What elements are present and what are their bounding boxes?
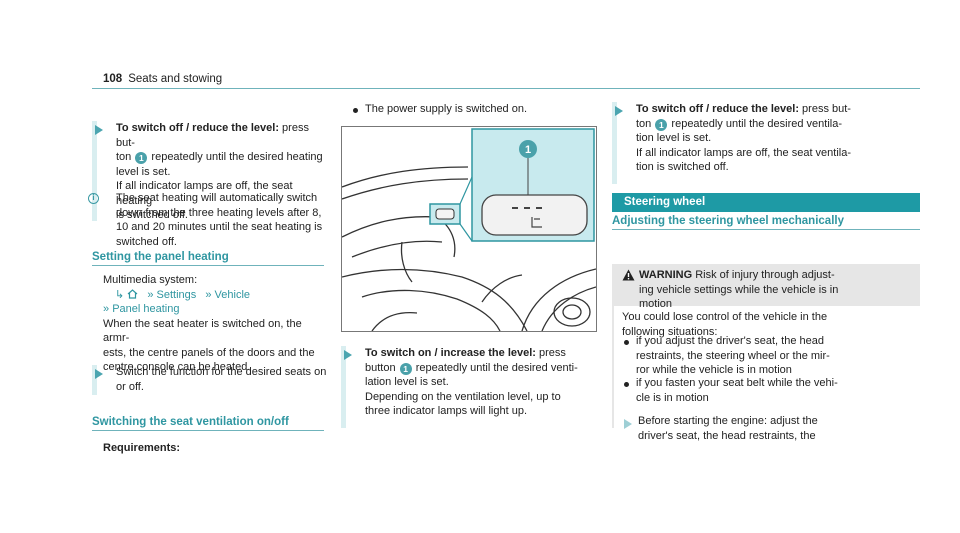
- warning-text: WARNING Risk of injury through adjust- i…: [639, 269, 839, 311]
- button-1-badge: 1: [655, 118, 668, 131]
- step-before-starting: Before starting the engine: adjust the d…: [638, 415, 818, 442]
- menu-item-settings[interactable]: Settings: [156, 288, 197, 301]
- header-divider: [92, 88, 920, 89]
- step-switch-off-ventilation: To switch off / reduce the level: press …: [636, 103, 852, 174]
- step-arrow-icon: [624, 419, 632, 429]
- section-divider: [92, 265, 324, 266]
- button-1-badge: 1: [399, 362, 412, 375]
- info-note: The seat heating will automatically swit…: [116, 192, 323, 248]
- page-number: 108: [103, 73, 123, 85]
- step-arrow-icon: [615, 106, 623, 116]
- section-divider: [92, 430, 324, 431]
- bullet-dot: [353, 108, 358, 113]
- section-title-seat-ventilation: Switching the seat ventilation on/off: [92, 416, 289, 428]
- info-icon: i: [88, 193, 99, 204]
- list-item: if you fasten your seat belt while the v…: [636, 377, 838, 404]
- step-switch-on-ventilation: To switch on / increase the level: press…: [365, 347, 578, 418]
- step-bar: [92, 365, 97, 395]
- menu-item-panel-heating[interactable]: Panel heating: [112, 303, 180, 316]
- step-bar: [341, 346, 346, 428]
- warning-box: [612, 264, 920, 306]
- warning-body: You could lose control of the vehicle in…: [622, 311, 828, 338]
- home-icon: [127, 288, 138, 299]
- menu-chevron-icon: »: [103, 303, 110, 316]
- step-bar: [92, 121, 97, 191]
- requirements-label: Requirements:: [103, 442, 181, 454]
- subsection-title: Adjusting the steering wheel mechanicall…: [612, 215, 844, 227]
- section-name: Seats and stowing: [128, 73, 223, 85]
- step-arrow-icon: [344, 350, 352, 360]
- note-bar: [92, 191, 97, 221]
- menu-chevron-icon: »: [147, 288, 154, 301]
- step-switch-function: Switch the function for the desired seat…: [116, 366, 327, 393]
- section-banner-steering-wheel: Steering wheel: [612, 193, 920, 212]
- bullet-dot: [624, 340, 629, 345]
- button-1-badge: 1: [135, 152, 148, 165]
- step-bar: [612, 102, 617, 184]
- seat-ventilation-figure: 1: [341, 126, 597, 332]
- step-arrow-icon: [95, 369, 103, 379]
- menu-path: Multimedia system: ↳ » Settings » Vehicl…: [103, 274, 315, 374]
- step-switch-off-heating: To switch off / reduce the level: press …: [116, 122, 323, 222]
- menu-item-vehicle[interactable]: Vehicle: [214, 288, 251, 301]
- section-divider: [612, 229, 920, 230]
- list-item: if you adjust the driver's seat, the hea…: [636, 335, 830, 377]
- requirement-power-supply: The power supply is switched on.: [365, 103, 528, 115]
- menu-chevron-icon: »: [205, 288, 212, 301]
- door-panel-illustration: 1: [342, 128, 596, 331]
- step-arrow-icon: [95, 125, 103, 135]
- figure-callout-label: 1: [525, 144, 531, 156]
- page-header: 108 Seats and stowing: [103, 72, 222, 87]
- bullet-dot: [624, 382, 629, 387]
- section-title-panel-heating: Setting the panel heating: [92, 251, 229, 263]
- warning-body-bar: [612, 306, 614, 428]
- warning-triangle-icon: [622, 269, 635, 286]
- menu-arrow-icon: ↳: [115, 288, 125, 301]
